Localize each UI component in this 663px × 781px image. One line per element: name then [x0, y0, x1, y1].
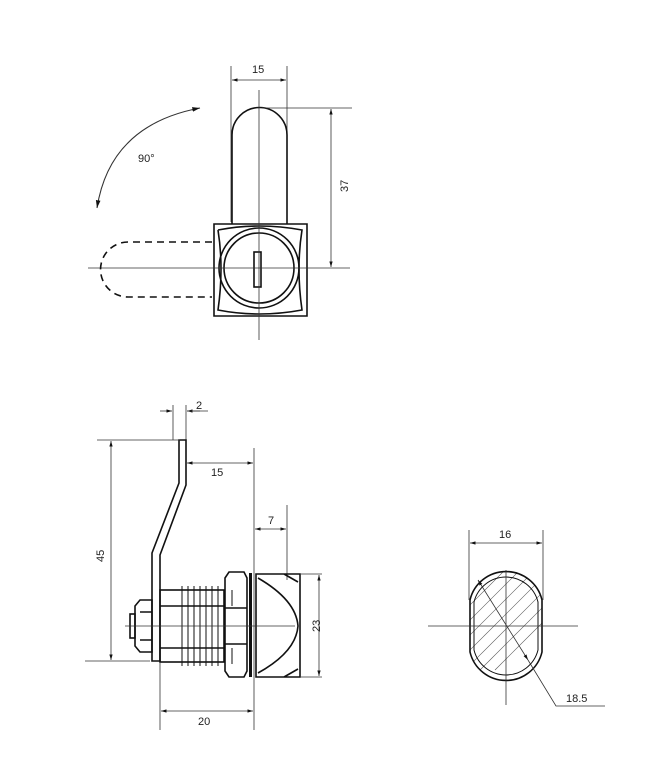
section-view: 16 18.5 [428, 529, 605, 707]
washer [249, 573, 252, 677]
knob-depth-dim: 7 [268, 515, 274, 527]
rotation-arrow [95, 107, 201, 209]
key-slot [253, 251, 262, 288]
cylinder-section [469, 570, 543, 682]
cam-plate [151, 439, 187, 662]
small-nut [134, 599, 153, 653]
flat-width-dim: 16 [499, 529, 511, 541]
top-width-dim: 15 [252, 64, 264, 76]
diameter-dim: 18.5 [566, 693, 587, 705]
rotated-cam-dashed [99, 241, 212, 298]
offset-dim: 15 [211, 467, 223, 479]
top-height-dim: 37 [339, 180, 351, 192]
knob [255, 573, 301, 678]
side-height-dim: 45 [95, 550, 107, 562]
side-view: 2 45 15 7 23 20 [85, 400, 323, 730]
thickness-dim: 2 [196, 400, 202, 412]
rotation-angle: 90° [138, 153, 155, 165]
lock-body [213, 223, 308, 317]
top-view: 15 37 90° [88, 64, 352, 340]
knob-height-dim: 23 [311, 620, 323, 632]
body-length-dim: 20 [198, 716, 210, 728]
cam-arm [231, 106, 288, 224]
hex-nut [224, 571, 248, 678]
